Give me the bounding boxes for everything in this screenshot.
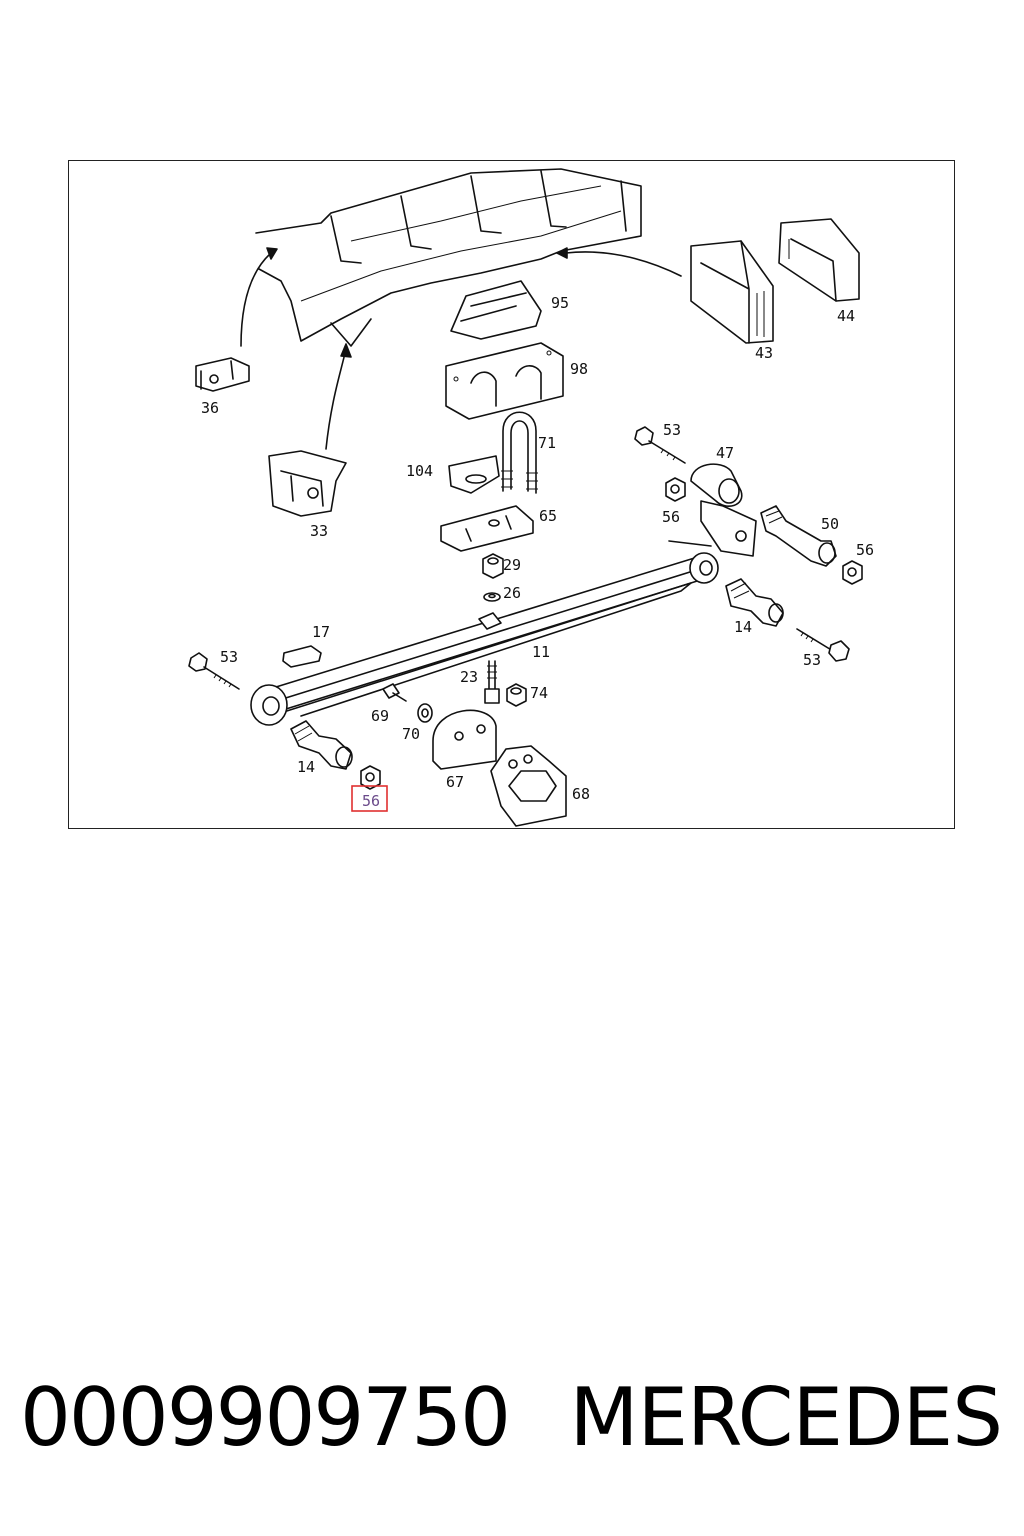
part-44-housing	[778, 218, 860, 302]
part-43-housing	[690, 240, 774, 344]
part-53-bolt-top	[634, 426, 686, 464]
part-26-washer	[483, 592, 501, 602]
callout-36: 36	[201, 399, 219, 417]
callout-68: 68	[572, 785, 590, 803]
callout-14-right: 14	[734, 618, 752, 636]
callout-104: 104	[406, 462, 433, 480]
part-29-nut	[482, 553, 504, 579]
part-70-washer	[417, 703, 433, 723]
part-104-pad	[448, 455, 500, 494]
highlighted-callout: 56	[351, 785, 388, 812]
part-69-stud	[382, 683, 407, 702]
callout-47: 47	[716, 444, 734, 462]
part-53-bolt-left	[188, 652, 240, 690]
part-36-bracket	[195, 357, 250, 392]
part-33-bracket	[268, 450, 347, 517]
callout-53-left: 53	[220, 648, 238, 666]
part-98-bracket	[445, 342, 564, 420]
callout-33: 33	[310, 522, 328, 540]
callout-74: 74	[530, 684, 548, 702]
callout-labels: 95 98 44 43 36 71 104 33 65 53 47 56 50 …	[201, 294, 874, 803]
callout-56-highlighted: 56	[362, 792, 380, 810]
part-23-bolt	[484, 660, 500, 704]
chassis-frame-drawing	[255, 168, 642, 347]
exploded-view-drawing: 95 98 44 43 36 71 104 33 65 53 47 56 50 …	[188, 168, 874, 827]
part-68-mount	[490, 745, 567, 827]
part-47-shackle	[668, 463, 757, 557]
parts-diagram: 95 98 44 43 36 71 104 33 65 53 47 56 50 …	[68, 160, 955, 829]
part-67-cushion	[432, 709, 497, 770]
callout-53-right: 53	[803, 651, 821, 669]
part-56-nut-top	[665, 477, 686, 502]
callout-71: 71	[538, 434, 556, 452]
callout-56-right: 56	[856, 541, 874, 559]
callout-98: 98	[570, 360, 588, 378]
callout-11: 11	[532, 643, 550, 661]
callout-50: 50	[821, 515, 839, 533]
callout-44: 44	[837, 307, 855, 325]
callout-26: 26	[503, 584, 521, 602]
part-14-bushing-left	[290, 720, 353, 770]
part-56-nut-right	[842, 560, 863, 585]
part-56-nut-highlighted	[360, 765, 381, 790]
part-53-bolt-right	[796, 628, 850, 662]
part-14-bushing-right	[725, 578, 784, 627]
callout-53-top: 53	[663, 421, 681, 439]
callout-95: 95	[551, 294, 569, 312]
part-95-plate	[450, 280, 542, 340]
callout-69: 69	[371, 707, 389, 725]
part-65-plate	[440, 505, 534, 552]
part-50-bushing	[760, 505, 837, 567]
callout-14-left: 14	[297, 758, 315, 776]
part-71-u-bolt	[501, 411, 538, 494]
callout-29: 29	[503, 556, 521, 574]
highlight-box	[351, 785, 388, 812]
callout-56-top: 56	[662, 508, 680, 526]
callout-65: 65	[539, 507, 557, 525]
callout-43: 43	[755, 344, 773, 362]
part-number: 0009909750	[20, 1371, 511, 1464]
part-11-leaf-spring	[250, 552, 719, 726]
assembly-arrows	[240, 247, 682, 450]
part-74-nut	[506, 683, 527, 707]
callout-70: 70	[402, 725, 420, 743]
callout-67: 67	[446, 773, 464, 791]
callout-17: 17	[312, 623, 330, 641]
part-17-block	[282, 645, 322, 668]
brand-name: MERCEDES	[569, 1371, 1003, 1464]
callout-23: 23	[460, 668, 478, 686]
footer: 0009909750 MERCEDES	[0, 1368, 1024, 1468]
